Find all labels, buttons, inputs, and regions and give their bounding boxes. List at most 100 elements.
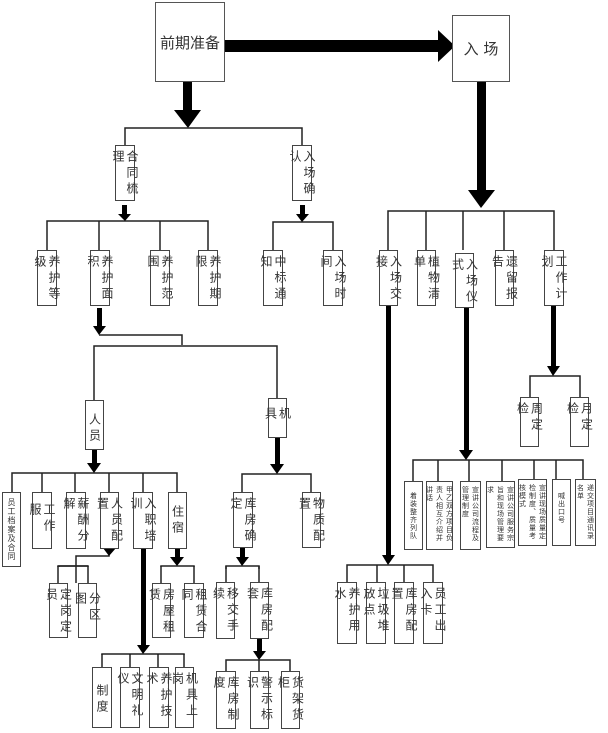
node-shelves[interactable]: 货架货柜 — [277, 671, 305, 729]
node-maint-water[interactable]: 养护用水 — [333, 582, 361, 644]
node-staff-config[interactable]: 人员配置 — [96, 492, 124, 549]
node-label: 入场时间 — [319, 255, 347, 303]
node-handover-procedure[interactable]: 移交手续 — [212, 582, 240, 639]
node-contract-review[interactable]: 合同梳理 — [111, 145, 139, 201]
node-etiquette[interactable]: 文明礼仪 — [116, 667, 144, 728]
node-lease-contract[interactable]: 租赁合同 — [180, 583, 208, 638]
node-label: 制度 — [95, 684, 109, 716]
node-label: 薪酬分解 — [62, 497, 90, 545]
node-maint-area[interactable]: 养护面积 — [86, 250, 114, 306]
node-warehouse-config[interactable]: 库房配置 — [390, 582, 418, 644]
node-label: 物质配置 — [297, 497, 326, 545]
node-label: 库房配置 — [390, 587, 418, 635]
node-maint-scope[interactable]: 养护范围 — [146, 250, 174, 306]
node-label: 甲乙双方项目负责人相互介绍并讲话 — [425, 486, 454, 542]
node-label: 移交手续 — [211, 587, 240, 635]
node-label: 入场仪式 — [450, 258, 479, 306]
node-label: 房屋租赁 — [147, 588, 176, 636]
node-label: 工作计划 — [540, 255, 568, 303]
node-contract-review-label: 合同梳理 — [111, 150, 139, 198]
node-quality-briefing[interactable]: 宣讲现场质量定检制度、质量考核模式 — [518, 479, 547, 546]
node-label: 文明礼仪 — [116, 672, 144, 720]
node-label: 养护技术 — [145, 672, 173, 720]
node-label: 植物清单 — [412, 255, 441, 303]
node-label: 机具 — [263, 407, 292, 423]
node-preparation-label: 前期准备 — [159, 33, 220, 52]
arrow-to-entry — [225, 30, 455, 62]
node-label: 月定检 — [565, 402, 594, 434]
node-warehouse-select[interactable]: 库房确定 — [229, 492, 257, 548]
node-material-config[interactable]: 物质配置 — [298, 492, 326, 548]
node-entry-handover[interactable]: 入场交接 — [375, 250, 403, 306]
node-post-staffing[interactable]: 定岗定员 — [45, 583, 73, 638]
node-label: 养护期限 — [194, 255, 222, 303]
node-house-rent[interactable]: 房屋租赁 — [148, 583, 176, 638]
node-label: 宣讲现场质量定检制度、质量考核模式 — [518, 484, 547, 540]
node-lineup[interactable]: 着装整齐列队 — [404, 481, 423, 550]
arrow-prep-down — [174, 82, 201, 128]
arrow-entry-down — [468, 82, 495, 208]
node-service-briefing[interactable]: 宣讲公司服务宗旨和现场管理要求 — [486, 481, 515, 548]
node-warehouse-rules[interactable]: 库房制度 — [212, 671, 240, 729]
node-label: 员工出入卡 — [419, 587, 447, 635]
node-staff-access-card[interactable]: 员工出入卡 — [419, 582, 447, 644]
node-staff[interactable]: 人员 — [85, 400, 104, 450]
node-warning-signs[interactable]: 警示标识 — [246, 671, 274, 729]
node-label: 库房配套 — [245, 587, 274, 635]
node-legacy-report[interactable]: 遗留报告 — [491, 250, 519, 306]
node-slogan[interactable]: 喊出口号 — [552, 479, 571, 546]
node-bid-notice[interactable]: 中标通知 — [259, 250, 287, 306]
node-uniform[interactable]: 工作服 — [28, 492, 56, 549]
node-warehouse-setup[interactable]: 库房配套 — [246, 582, 274, 639]
branch-arrows — [87, 205, 560, 660]
node-entry-confirm[interactable]: 入场确认 — [288, 145, 316, 201]
node-equipment[interactable]: 机具 — [264, 398, 292, 438]
node-label: 养护面积 — [86, 255, 114, 303]
node-staff-archive[interactable]: 员工档案及合同 — [2, 492, 21, 567]
node-maint-period[interactable]: 养护期限 — [194, 250, 222, 306]
node-monthly-check[interactable]: 月定检 — [566, 397, 594, 447]
node-label: 着装整齐列队 — [409, 492, 418, 540]
node-work-plan[interactable]: 工作计划 — [540, 250, 568, 306]
node-label: 遗留报告 — [490, 255, 519, 303]
node-zone-map[interactable]: 分区图 — [74, 583, 102, 638]
node-label: 入场交接 — [374, 255, 403, 303]
node-introductions[interactable]: 甲乙双方项目负责人相互介绍并讲话 — [425, 481, 454, 550]
node-maint-tech[interactable]: 养护技术 — [145, 667, 173, 728]
node-label: 人员 — [87, 413, 102, 445]
node-label: 养护等级 — [33, 255, 61, 303]
node-rules[interactable]: 制度 — [92, 667, 112, 728]
node-entry[interactable]: 入 场 — [452, 15, 510, 82]
node-label: 垃圾堆放点 — [362, 587, 390, 635]
node-label: 员工档案及合同 — [7, 498, 16, 561]
node-label: 货架货柜 — [276, 676, 305, 724]
node-salary[interactable]: 薪酬分解 — [62, 492, 90, 549]
node-label: 宣讲公司服务宗旨和现场管理要求 — [486, 486, 515, 542]
node-preparation[interactable]: 前期准备 — [155, 2, 225, 82]
node-plant-list[interactable]: 植物清单 — [413, 250, 441, 306]
node-garbage-point[interactable]: 垃圾堆放点 — [362, 582, 390, 644]
node-label: 库房确定 — [229, 497, 257, 545]
node-label: 养护用水 — [333, 587, 361, 635]
node-label: 周定检 — [515, 402, 544, 434]
node-label: 入职培训 — [129, 497, 157, 545]
node-label: 工作服 — [28, 503, 56, 535]
node-label: 中标通知 — [259, 255, 287, 303]
node-label: 库房制度 — [212, 676, 240, 724]
node-label: 人员配置 — [95, 497, 124, 545]
node-weekly-check[interactable]: 周定检 — [516, 397, 544, 447]
node-contact-list[interactable]: 递交项目通讯录名单 — [575, 479, 596, 546]
node-label: 递交项目通讯录名单 — [576, 484, 595, 540]
node-entry-ceremony[interactable]: 入场仪式 — [451, 253, 479, 308]
node-maint-level[interactable]: 养护等级 — [33, 250, 61, 306]
node-onboarding[interactable]: 入职培训 — [129, 492, 157, 549]
node-lodging[interactable]: 住宿 — [168, 492, 187, 549]
node-entry-label: 入 场 — [463, 40, 499, 58]
node-entry-time[interactable]: 入场时间 — [319, 250, 347, 306]
node-equip-cert[interactable]: 机具上岗 — [171, 667, 199, 728]
node-process-briefing[interactable]: 宣讲公司流程及管理制度 — [460, 481, 481, 550]
node-label: 警示标识 — [245, 676, 274, 724]
node-label: 机具上岗 — [170, 672, 199, 720]
